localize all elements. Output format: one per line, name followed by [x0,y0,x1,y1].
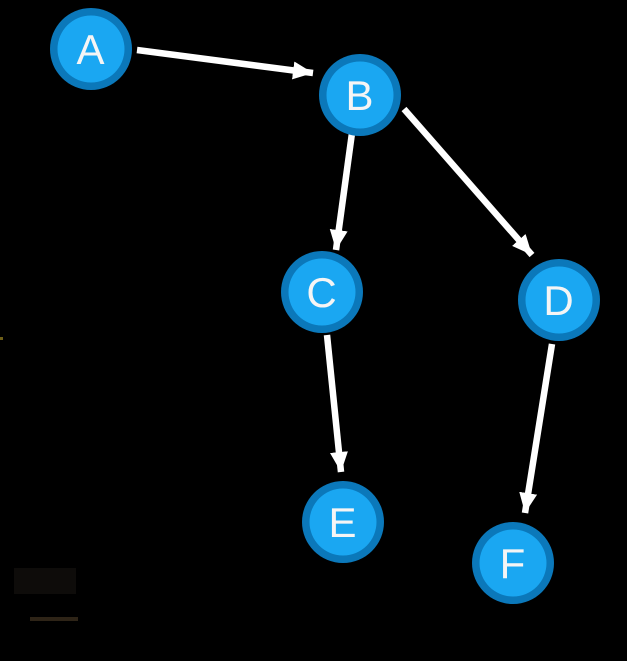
edge-B-to-D [401,106,535,258]
node-label-D: D [543,277,574,324]
node-label-F: F [500,540,527,587]
graph-node-B[interactable]: B [319,54,401,136]
node-label-E: E [328,499,357,546]
edge-B-to-C [329,132,356,251]
graph-node-D[interactable]: D [518,259,600,341]
graph-node-E[interactable]: E [302,481,384,563]
node-label-A: A [76,26,105,73]
node-inner-fill [525,266,593,334]
node-inner-fill [57,15,125,83]
graph-node-A[interactable]: A [50,8,132,90]
node-inner-fill [288,258,356,326]
edge-A-to-B [136,46,314,80]
node-inner-fill [309,488,377,556]
node-label-B: B [345,72,374,119]
node-inner-fill [326,61,394,129]
node-inner-fill [479,529,547,597]
graph-node-C[interactable]: C [281,251,363,333]
node-label-C: C [306,269,337,316]
edge-D-to-F [519,343,556,514]
edge-C-to-E [323,334,348,473]
graph-node-F[interactable]: F [472,522,554,604]
